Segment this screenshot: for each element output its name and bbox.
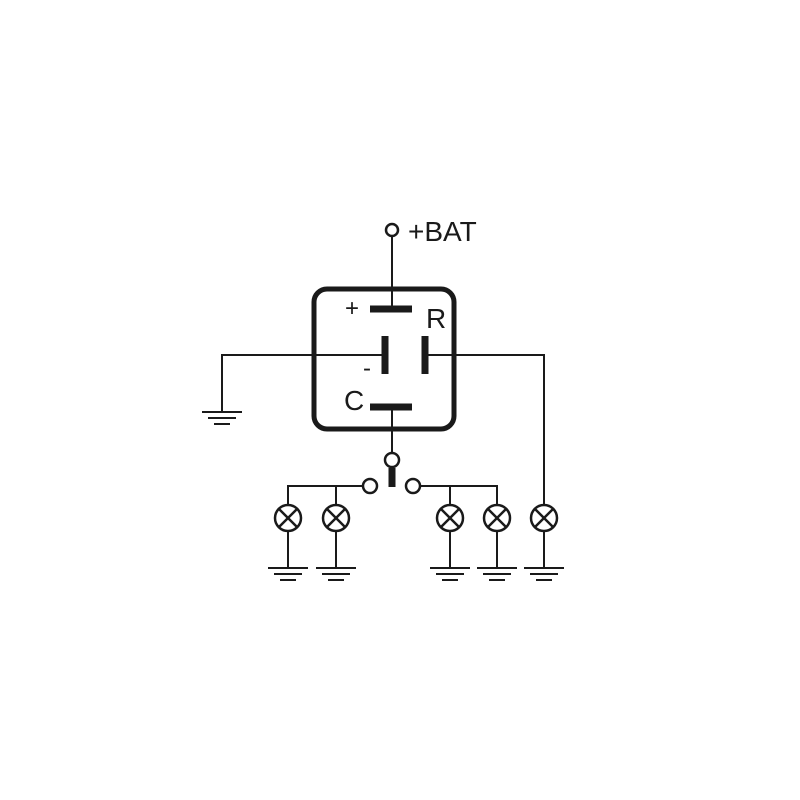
battery-terminal: +BAT (384, 216, 477, 309)
ground-wire-left (202, 354, 382, 425)
plus-label: + (345, 295, 359, 322)
c-label: C (344, 385, 364, 416)
lamp-icon (529, 503, 559, 533)
lamp-icon (273, 503, 303, 533)
ground-symbol (477, 531, 517, 581)
lamp-icon (321, 503, 351, 533)
left-lamp-bus (287, 485, 363, 505)
ground-symbol (202, 411, 242, 425)
ground-symbol (268, 531, 308, 581)
r-output-wire (428, 354, 545, 505)
flasher-relay-module: + R - C (311, 286, 457, 432)
minus-label: - (363, 355, 371, 382)
right-lamp-bus (420, 485, 498, 505)
ground-symbol (430, 531, 470, 581)
r-label: R (426, 303, 446, 334)
ground-symbol (524, 531, 564, 581)
ground-symbol (316, 531, 356, 581)
lamp-icon (482, 503, 512, 533)
changeover-switch (361, 451, 422, 495)
bat-label: +BAT (408, 216, 477, 247)
lamp-icon (435, 503, 465, 533)
